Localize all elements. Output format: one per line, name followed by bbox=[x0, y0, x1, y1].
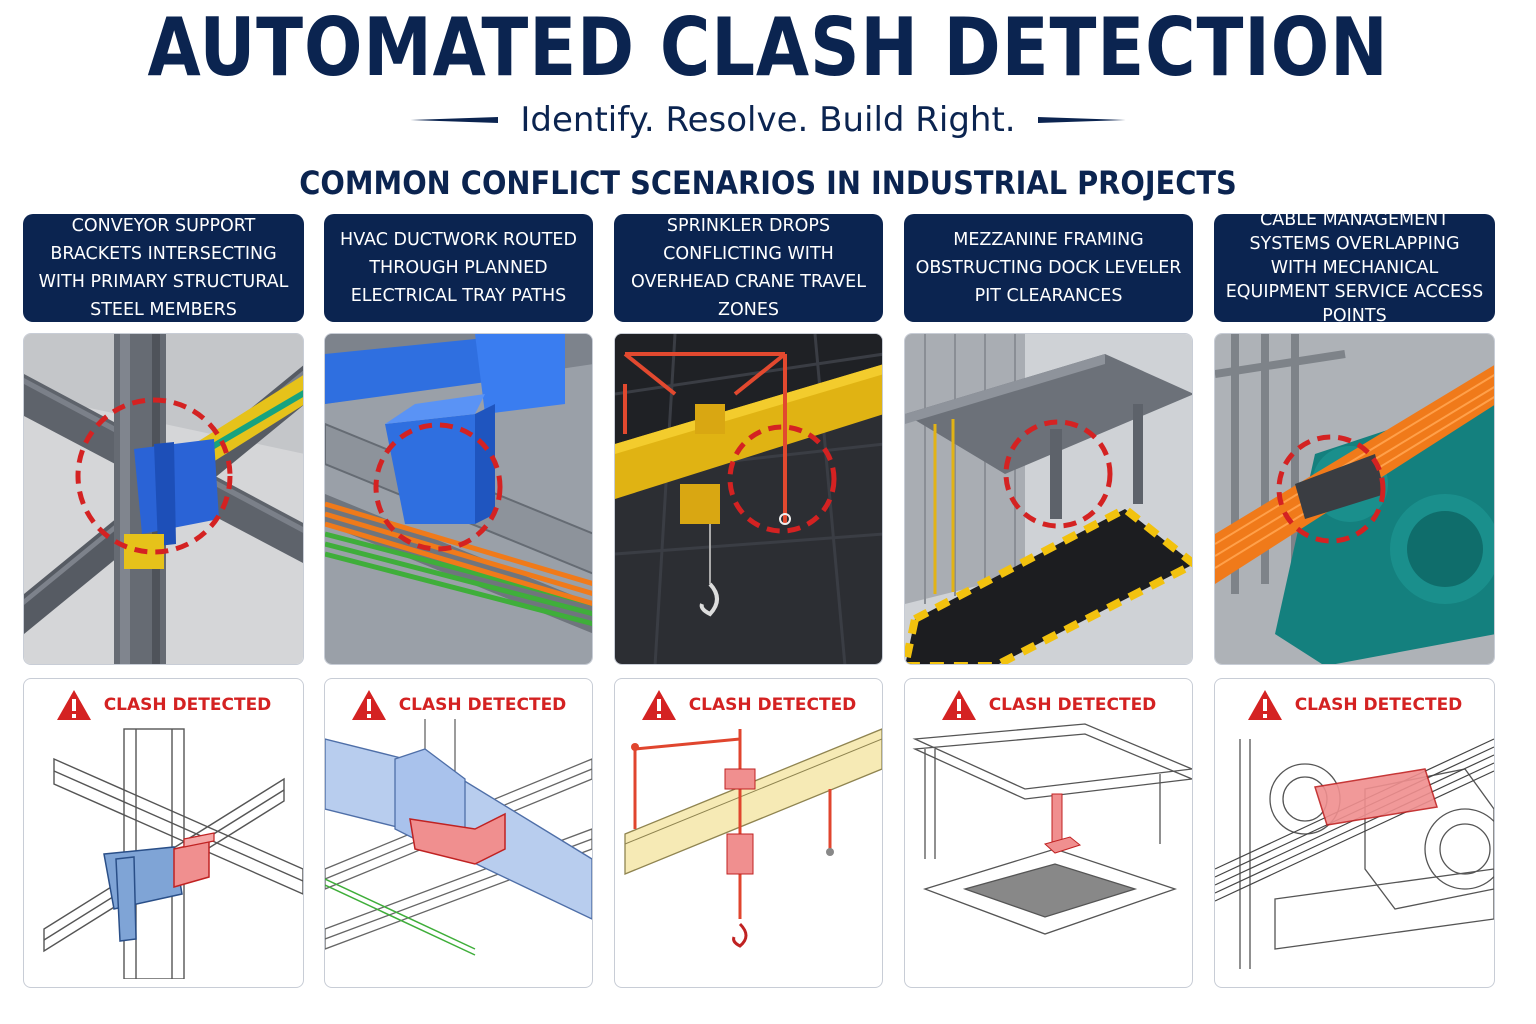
clash-panel: CLASH DETECTED bbox=[614, 678, 883, 988]
clash-line-drawing-2 bbox=[325, 719, 592, 956]
scenario-column-3: SPRINKLER DROPS CONFLICTING WITH OVERHEA… bbox=[614, 214, 883, 988]
warning-triangle-icon bbox=[351, 690, 386, 720]
scenario-render-2 bbox=[324, 333, 593, 665]
clash-panel: CLASH DETECTED bbox=[23, 678, 304, 988]
scenario-title: SPRINKLER DROPS CONFLICTING WITH OVERHEA… bbox=[614, 214, 883, 322]
warning-triangle-icon bbox=[56, 690, 91, 720]
scenario-title: CONVEYOR SUPPORT BRACKETS INTERSECTING W… bbox=[23, 214, 304, 322]
warning-triangle-icon bbox=[641, 690, 676, 720]
clash-line-drawing-4 bbox=[912, 723, 1192, 935]
tagline-left-rule bbox=[410, 117, 499, 123]
scenario-title: MEZZANINE FRAMING OBSTRUCTING DOCK LEVEL… bbox=[904, 214, 1193, 322]
tagline: Identify. Resolve. Build Right. bbox=[520, 100, 1016, 140]
scenario-column-1: CONVEYOR SUPPORT BRACKETS INTERSECTING W… bbox=[23, 214, 304, 988]
clash-panel: CLASH DETECTED bbox=[904, 678, 1193, 988]
clash-detected-label: CLASH DETECTED bbox=[615, 689, 882, 721]
tagline-row: Identify. Resolve. Build Right. bbox=[0, 96, 1536, 144]
clash-line-drawing-3 bbox=[624, 728, 882, 948]
scenario-column-5: CABLE MANAGEMENT SYSTEMS OVERLAPPING WIT… bbox=[1214, 210, 1495, 988]
clash-panel: CLASH DETECTED bbox=[1214, 678, 1495, 988]
scenario-render-3 bbox=[614, 333, 883, 665]
warning-triangle-icon bbox=[1247, 690, 1282, 720]
page-title: AUTOMATED CLASH DETECTION bbox=[147, 1, 1389, 94]
clash-detected-label: CLASH DETECTED bbox=[905, 689, 1192, 721]
clash-status: CLASH DETECTED bbox=[1294, 695, 1463, 715]
section-subtitle: COMMON CONFLICT SCENARIOS IN INDUSTRIAL … bbox=[299, 164, 1237, 202]
warning-triangle-icon bbox=[941, 690, 976, 720]
clash-detected-label: CLASH DETECTED bbox=[325, 689, 592, 721]
scenario-render-1 bbox=[23, 333, 304, 665]
clash-line-drawing-1 bbox=[43, 728, 303, 979]
scenario-column-4: MEZZANINE FRAMING OBSTRUCTING DOCK LEVEL… bbox=[904, 214, 1193, 988]
scenario-title: CABLE MANAGEMENT SYSTEMS OVERLAPPING WIT… bbox=[1214, 210, 1495, 326]
clash-panel: CLASH DETECTED bbox=[324, 678, 593, 988]
scenario-column-2: HVAC DUCTWORK ROUTED THROUGH PLANNED ELE… bbox=[324, 214, 593, 988]
scenario-render-5 bbox=[1214, 333, 1495, 665]
clash-status: CLASH DETECTED bbox=[103, 695, 272, 715]
clash-status: CLASH DETECTED bbox=[988, 695, 1157, 715]
scenario-render-4 bbox=[904, 333, 1193, 665]
clash-detected-label: CLASH DETECTED bbox=[24, 689, 303, 721]
clash-detected-label: CLASH DETECTED bbox=[1215, 689, 1494, 721]
scenario-title: HVAC DUCTWORK ROUTED THROUGH PLANNED ELE… bbox=[324, 214, 593, 322]
clash-status: CLASH DETECTED bbox=[688, 695, 857, 715]
clash-line-drawing-5 bbox=[1215, 738, 1494, 969]
clash-status: CLASH DETECTED bbox=[398, 695, 567, 715]
tagline-right-rule bbox=[1037, 117, 1126, 123]
